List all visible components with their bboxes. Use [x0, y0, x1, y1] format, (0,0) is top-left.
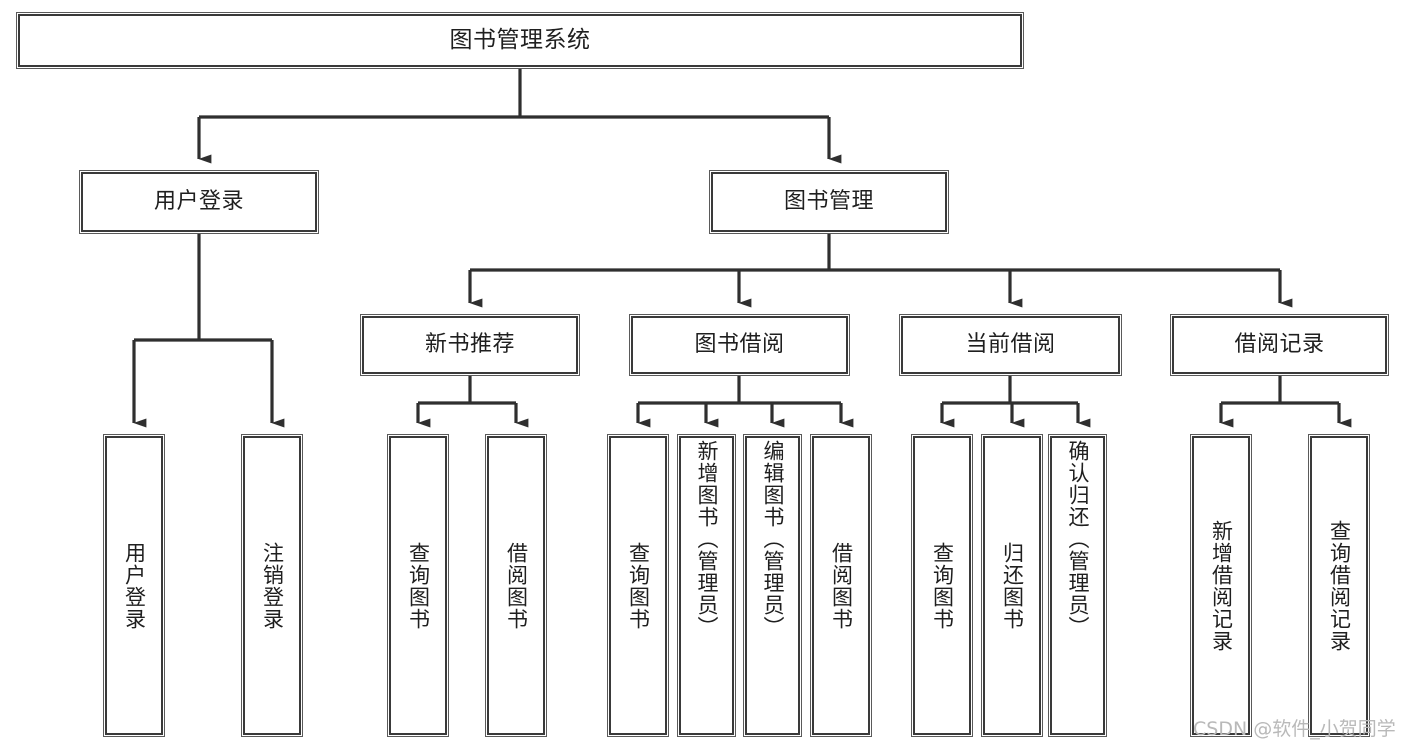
node-book-borrow[interactable]: 图书借阅: [631, 316, 848, 374]
node-current-borrow-label: 当前借阅: [965, 332, 1056, 358]
node-leaf-add-borrow-record-label: 新增借阅记录: [1209, 519, 1234, 652]
node-leaf-query-borrow-record[interactable]: 查询借阅记录: [1310, 436, 1368, 735]
node-leaf-query-borrow-record-label: 查询借阅记录: [1327, 519, 1352, 652]
node-leaf-add-borrow-record[interactable]: 新增借阅记录: [1192, 436, 1250, 735]
node-user-login-label: 用户登录: [153, 189, 244, 215]
node-leaf-user-login-label: 用户登录: [122, 541, 147, 630]
node-borrow-record[interactable]: 借阅记录: [1172, 316, 1387, 374]
node-leaf-return-book-label: 归还图书: [1000, 541, 1025, 630]
node-leaf-query-book-3-label: 查询图书: [930, 541, 955, 630]
node-leaf-add-book-label: 新增图书（管理员）: [694, 440, 719, 638]
node-root-label: 图书管理系统: [449, 27, 591, 54]
node-leaf-query-book-1[interactable]: 查询图书: [389, 436, 447, 735]
node-leaf-add-book[interactable]: 新增图书（管理员）: [679, 436, 734, 735]
node-leaf-edit-book-label: 编辑图书（管理员）: [760, 440, 785, 638]
node-leaf-borrow-book-1-label: 借阅图书: [504, 541, 529, 630]
node-new-book-recommend-label: 新书推荐: [424, 332, 515, 358]
node-leaf-edit-book[interactable]: 编辑图书（管理员）: [745, 436, 800, 735]
node-leaf-confirm-return[interactable]: 确认归还（管理员）: [1050, 436, 1105, 735]
node-leaf-return-book[interactable]: 归还图书: [983, 436, 1041, 735]
node-leaf-query-book-2[interactable]: 查询图书: [609, 436, 667, 735]
node-book-manage[interactable]: 图书管理: [711, 172, 947, 232]
node-leaf-borrow-book-1[interactable]: 借阅图书: [487, 436, 545, 735]
node-leaf-user-logout[interactable]: 注销登录: [243, 436, 301, 735]
node-leaf-borrow-book-2-label: 借阅图书: [829, 541, 854, 630]
node-leaf-confirm-return-label: 确认归还（管理员）: [1065, 440, 1090, 638]
node-user-login[interactable]: 用户登录: [81, 172, 317, 232]
node-current-borrow[interactable]: 当前借阅: [901, 316, 1120, 374]
node-new-book-recommend[interactable]: 新书推荐: [362, 316, 578, 374]
node-leaf-borrow-book-2[interactable]: 借阅图书: [812, 436, 870, 735]
node-borrow-record-label: 借阅记录: [1234, 332, 1325, 358]
node-leaf-query-book-2-label: 查询图书: [626, 541, 651, 630]
node-leaf-user-logout-label: 注销登录: [260, 541, 285, 630]
node-leaf-query-book-1-label: 查询图书: [406, 541, 431, 630]
node-leaf-user-login[interactable]: 用户登录: [105, 436, 163, 735]
node-book-borrow-label: 图书借阅: [694, 332, 785, 358]
node-book-manage-label: 图书管理: [783, 189, 874, 215]
node-root-system[interactable]: 图书管理系统: [18, 14, 1022, 67]
node-leaf-query-book-3[interactable]: 查询图书: [913, 436, 971, 735]
